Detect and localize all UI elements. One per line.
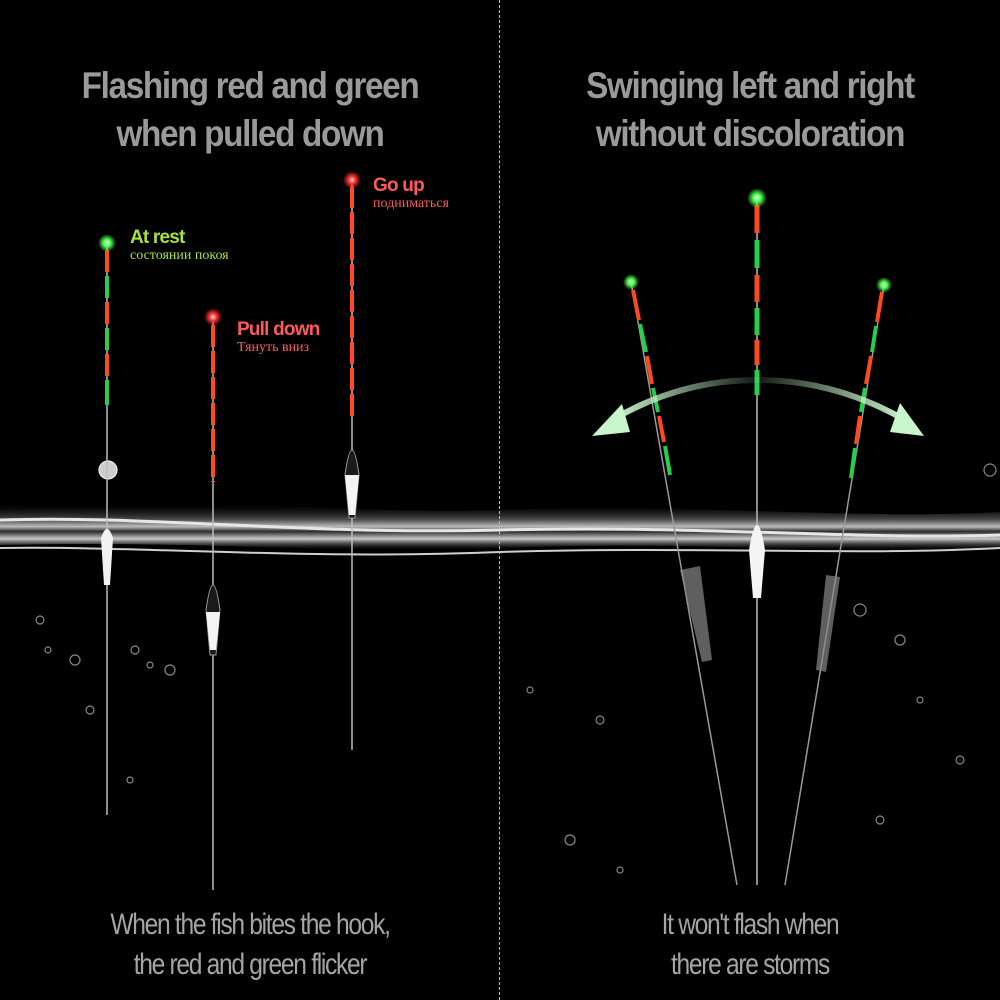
arrow-right-head-icon: [890, 403, 924, 436]
caption-line: the red and green flicker: [133, 948, 368, 981]
panel-divider: [499, 0, 500, 1000]
right-title: Swinging left and right without discolor…: [525, 62, 975, 158]
led-tip-green: [747, 188, 767, 208]
float-tilt-left: [623, 274, 738, 886]
float-tilt-right: [784, 277, 892, 886]
label-ru: состоянии покоя: [130, 248, 229, 263]
label-at-rest: At rest состоянии покоя: [130, 228, 229, 264]
label-en: Pull down: [237, 319, 320, 340]
title-line: Swinging left and right: [586, 65, 915, 106]
arrow-left-icon: [610, 377, 758, 423]
title-line: when pulled down: [116, 113, 385, 154]
left-panel: Flashing red and green when pulled down …: [25, 62, 475, 985]
label-ru: подниматься: [373, 196, 449, 211]
left-caption: When the fish bites the hook, the red an…: [45, 905, 455, 985]
label-en: At rest: [130, 227, 185, 248]
title-line: Flashing red and green: [81, 65, 420, 106]
title-line: without discoloration: [595, 113, 906, 154]
led-tip-green: [98, 234, 116, 252]
caption-line: When the fish bites the hook,: [110, 908, 391, 941]
float-at-rest: [98, 234, 116, 815]
right-caption: It won't flash when there are storms: [545, 905, 955, 985]
right-panel: Swinging left and right without discolor…: [500, 0, 1000, 1000]
arrow-right-icon: [756, 377, 907, 423]
arrow-left-head-icon: [592, 404, 630, 436]
label-pull-down: Pull down Тянуть вниз: [237, 320, 320, 356]
float-center: [747, 188, 767, 885]
water-surface: [0, 502, 1000, 556]
led-tip-green: [876, 277, 892, 293]
bubbles: [35, 460, 997, 874]
led-tip-green: [623, 274, 639, 290]
caption-line: It won't flash when: [661, 908, 840, 941]
float-go-up: [343, 171, 361, 750]
caption-line: there are storms: [670, 948, 830, 981]
led-tip-red: [204, 308, 222, 326]
label-ru: Тянуть вниз: [237, 340, 310, 355]
label-en: Go up: [373, 175, 425, 196]
float-pull-down: [204, 308, 222, 890]
led-tip-red: [343, 171, 361, 189]
left-title: Flashing red and green when pulled down: [25, 62, 475, 158]
swing-arrows: [592, 377, 924, 436]
label-go-up: Go up подниматься: [373, 176, 449, 212]
